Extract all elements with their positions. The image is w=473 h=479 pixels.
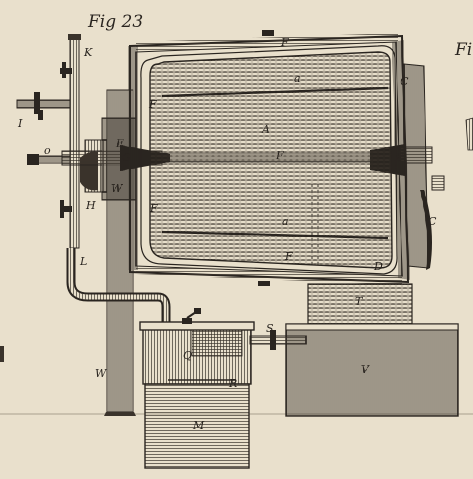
label-q: Q bbox=[183, 349, 193, 362]
label-f-top: F bbox=[281, 36, 289, 49]
label-s: S bbox=[266, 322, 274, 335]
bottom-bolt bbox=[258, 281, 270, 286]
label-f-left: F bbox=[149, 98, 157, 111]
label-v: V bbox=[361, 363, 369, 376]
right-frame bbox=[403, 63, 445, 270]
cock-i-icon bbox=[16, 92, 71, 120]
label-a-barrel: A bbox=[262, 123, 270, 136]
label-w: W bbox=[111, 182, 123, 195]
label-k: K bbox=[84, 46, 93, 59]
label-c-right: C bbox=[428, 215, 437, 228]
label-l: L bbox=[80, 255, 88, 268]
label-w-post: W bbox=[95, 367, 107, 380]
label-t: T bbox=[355, 295, 363, 308]
label-i: I bbox=[18, 117, 23, 130]
label-a-bottom: a bbox=[282, 215, 289, 228]
vertical-pipe bbox=[68, 34, 81, 249]
cistern-q bbox=[139, 321, 255, 385]
figure-caption: Fig 23 bbox=[88, 12, 144, 32]
label-g: G bbox=[122, 151, 131, 164]
label-a-top: a bbox=[294, 72, 301, 85]
label-r: R bbox=[229, 377, 238, 390]
cistern-valve-icon bbox=[182, 308, 201, 324]
label-e: E bbox=[116, 137, 125, 150]
label-h: H bbox=[86, 199, 96, 212]
next-figure-fragment bbox=[465, 117, 473, 151]
block-t bbox=[307, 283, 413, 325]
cock-k-icon bbox=[60, 62, 72, 78]
label-d: D bbox=[374, 260, 383, 273]
label-m: M bbox=[193, 419, 205, 432]
inner-barrel bbox=[140, 45, 398, 275]
tank-v bbox=[285, 323, 459, 417]
label-e-right: E bbox=[395, 151, 404, 164]
label-f-left2: F bbox=[150, 202, 158, 215]
top-bolt bbox=[262, 30, 274, 36]
label-c-top: C bbox=[400, 75, 409, 88]
label-f-bottom: F bbox=[285, 250, 293, 263]
next-figure-caption: Fi bbox=[455, 40, 473, 60]
cistern-m bbox=[144, 383, 250, 469]
label-o: o bbox=[44, 144, 51, 157]
label-f-mid: F bbox=[276, 149, 284, 162]
cock-h-icon bbox=[60, 200, 72, 218]
margin-fragment-icon bbox=[0, 346, 4, 362]
